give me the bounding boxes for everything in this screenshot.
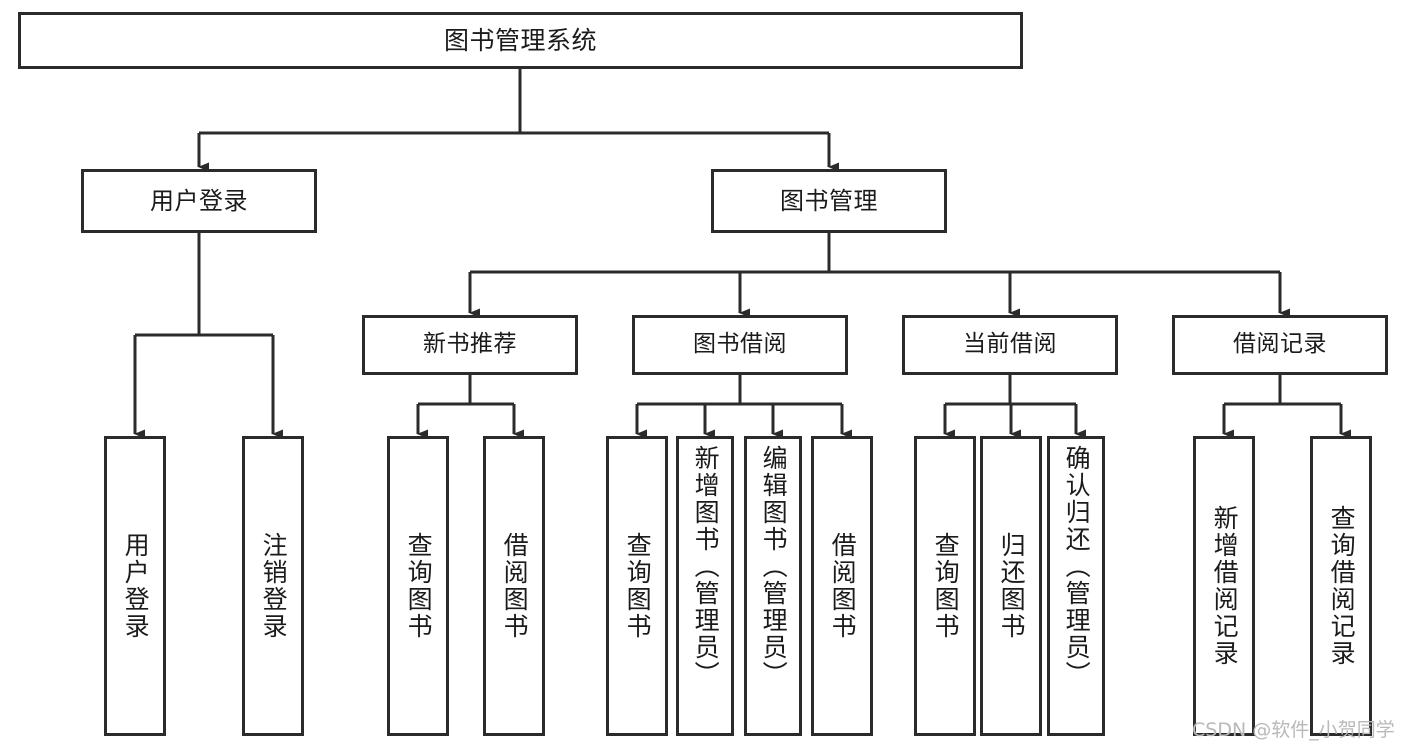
leaf-node-5[interactable]: 查询图书 <box>606 436 668 736</box>
level3-node-3-label: 当前借阅 <box>963 331 1057 358</box>
leaf-node-7-label: 编辑图书（管理员） <box>759 445 789 688</box>
level3-node-2[interactable]: 图书借阅 <box>632 315 848 375</box>
leaf-node-1-label: 用户登录 <box>121 532 151 640</box>
leaf-node-11[interactable]: 确认归还（管理员） <box>1047 436 1105 736</box>
leaf-node-3-label: 查询图书 <box>404 532 434 640</box>
level2-node-2-label: 图书管理 <box>780 186 878 215</box>
level3-node-1-label: 新书推荐 <box>423 331 517 358</box>
leaf-node-3[interactable]: 查询图书 <box>387 436 449 736</box>
leaf-node-1[interactable]: 用户登录 <box>104 436 166 736</box>
level2-node-1[interactable]: 用户登录 <box>81 169 317 233</box>
level3-node-4[interactable]: 借阅记录 <box>1172 315 1388 375</box>
leaf-node-12[interactable]: 新增借阅记录 <box>1193 436 1255 736</box>
level2-node-1-label: 用户登录 <box>150 186 248 215</box>
leaf-node-12-label: 新增借阅记录 <box>1210 505 1240 667</box>
connector-lines <box>133 69 1351 439</box>
leaf-node-9-label: 查询图书 <box>931 532 961 640</box>
leaf-node-11-label: 确认归还（管理员） <box>1062 445 1092 688</box>
level3-node-3[interactable]: 当前借阅 <box>902 315 1118 375</box>
leaf-node-13[interactable]: 查询借阅记录 <box>1310 436 1372 736</box>
leaf-node-9[interactable]: 查询图书 <box>914 436 976 736</box>
leaf-node-13-label: 查询借阅记录 <box>1327 505 1357 667</box>
leaf-node-8-label: 借阅图书 <box>828 532 858 640</box>
leaf-node-4[interactable]: 借阅图书 <box>483 436 545 736</box>
level3-node-1[interactable]: 新书推荐 <box>362 315 578 375</box>
leaf-node-5-label: 查询图书 <box>623 532 653 640</box>
leaf-node-4-label: 借阅图书 <box>500 532 530 640</box>
leaf-node-10[interactable]: 归还图书 <box>980 436 1042 736</box>
leaf-node-10-label: 归还图书 <box>997 532 1027 640</box>
leaf-node-6[interactable]: 新增图书（管理员） <box>676 436 734 736</box>
level3-node-4-label: 借阅记录 <box>1233 331 1327 358</box>
level3-node-2-label: 图书借阅 <box>693 331 787 358</box>
leaf-node-8[interactable]: 借阅图书 <box>811 436 873 736</box>
leaf-node-7[interactable]: 编辑图书（管理员） <box>744 436 802 736</box>
root-node-book-management-system-label: 图书管理系统 <box>443 25 597 55</box>
level2-node-2[interactable]: 图书管理 <box>711 169 947 233</box>
leaf-node-2[interactable]: 注销登录 <box>242 436 304 736</box>
root-node-book-management-system[interactable]: 图书管理系统 <box>18 12 1023 69</box>
leaf-node-2-label: 注销登录 <box>259 532 289 640</box>
leaf-node-6-label: 新增图书（管理员） <box>691 445 721 688</box>
